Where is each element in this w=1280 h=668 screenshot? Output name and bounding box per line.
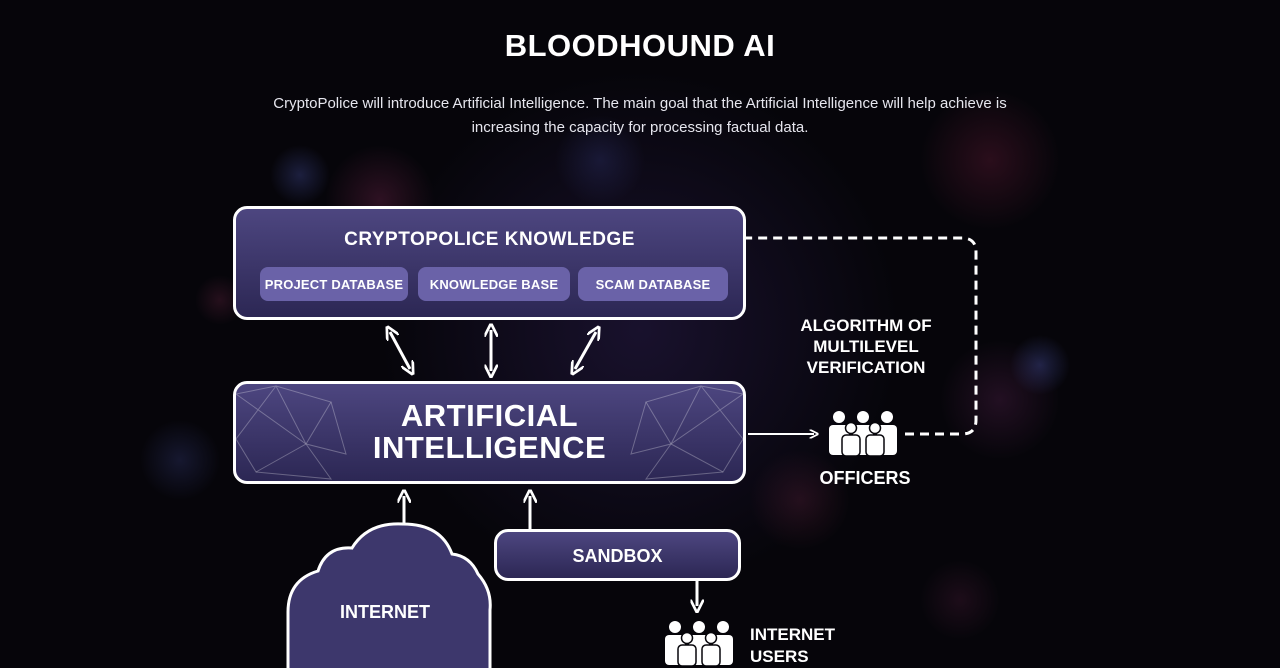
internet-users-line1: INTERNET: [750, 625, 835, 644]
internet-users-group-icon: [665, 621, 733, 666]
algorithm-line2: MULTILEVEL: [813, 337, 919, 356]
scam-database-chip: SCAM DATABASE: [578, 267, 728, 301]
kb-ai-arrow-left: [390, 332, 410, 369]
ai-panel: ARTIFICIAL INTELLIGENCE: [233, 381, 746, 484]
algorithm-line3: VERIFICATION: [806, 358, 926, 377]
cloud-icon: [286, 522, 492, 668]
algorithm-line1: ALGORITHM OF: [800, 316, 932, 335]
ai-title-line1: ARTIFICIAL: [400, 398, 579, 433]
knowledge-base-chip: KNOWLEDGE BASE: [418, 267, 570, 301]
sandbox-panel: SANDBOX: [494, 529, 741, 581]
algorithm-label: ALGORITHM OF MULTILEVEL VERIFICATION: [766, 315, 966, 378]
ai-title-line2: INTELLIGENCE: [372, 430, 607, 465]
kb-ai-arrow-right: [575, 332, 596, 369]
sandbox-label: SANDBOX: [572, 546, 663, 566]
knowledge-panel: CRYPTOPOLICE KNOWLEDGE PROJECT DATABASE …: [233, 206, 746, 320]
verification-loop: [684, 238, 978, 436]
officers-label: OFFICERS: [819, 468, 911, 488]
internet-label: INTERNET: [340, 602, 430, 622]
network-mesh: [236, 385, 743, 480]
page-title: BLOODHOUND AI: [504, 28, 776, 63]
ai-title: ARTIFICIAL INTELLIGENCE: [236, 400, 743, 464]
officers-group-icon: [829, 411, 897, 456]
intro-text: CryptoPolice will introduce Artificial I…: [273, 95, 1007, 136]
knowledge-title: CRYPTOPOLICE KNOWLEDGE: [344, 229, 635, 250]
project-database-chip: PROJECT DATABASE: [260, 267, 408, 301]
internet-users-line2: USERS: [750, 647, 809, 666]
internet-users-label: INTERNET USERS: [750, 624, 835, 668]
